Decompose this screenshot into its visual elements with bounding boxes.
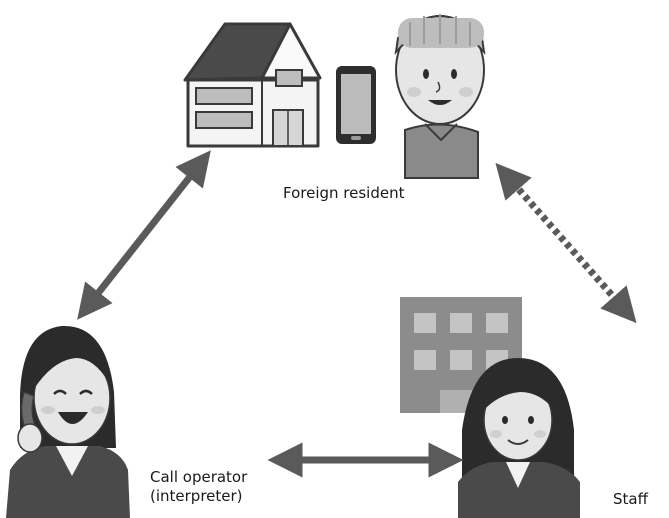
foreign-resident-avatar (394, 14, 486, 179)
staff-avatar (458, 358, 580, 518)
house-icon (183, 22, 322, 148)
arrow-staff-resident-dotted (495, 162, 637, 324)
call-operator-label-line1: Call operator (150, 468, 248, 486)
staff-label: Staff (613, 490, 648, 508)
call-operator-avatar (6, 325, 130, 518)
call-operator-label-line2: (interpreter) (150, 487, 243, 505)
call-operator-label: Call operator (interpreter) (150, 468, 247, 506)
smartphone-icon (336, 66, 376, 144)
foreign-resident-label: Foreign resident (283, 184, 405, 202)
arrow-resident-operator (77, 150, 211, 320)
